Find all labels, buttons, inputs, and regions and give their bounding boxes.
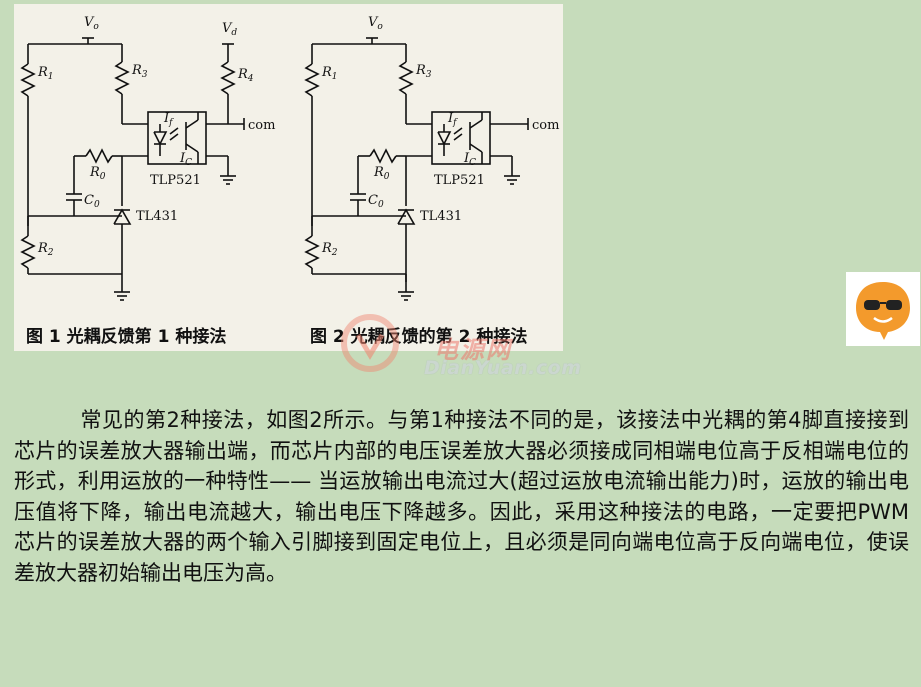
circuit-diagrams: Vo Vd R1 R3 R4 com If IC R0 TLP521 C0 TL… — [20, 15, 559, 301]
label-ref-2: TL431 — [420, 209, 462, 224]
label-com-2: com — [532, 118, 559, 133]
watermark-site-en: DianYuan.com — [424, 357, 582, 379]
label-ref: TL431 — [136, 209, 178, 224]
figure-1-caption: 图 1 光耦反馈第 1 种接法 — [26, 327, 227, 347]
label-opto: TLP521 — [150, 173, 201, 188]
label-com: com — [248, 118, 275, 133]
label-r4: R4 — [237, 67, 254, 84]
watermark-site-cn: 电源网 — [434, 336, 512, 364]
figure-1-labels: Vo Vd R1 R3 R4 com If IC R0 TLP521 C0 TL… — [37, 15, 275, 258]
label-c0: C0 — [84, 193, 100, 210]
label-r2-2: R2 — [321, 241, 338, 258]
label-r3: R3 — [131, 63, 148, 80]
sunglasses-face-icon — [856, 282, 910, 340]
label-r3-2: R3 — [415, 63, 432, 80]
label-vo: Vo — [84, 15, 99, 32]
label-ic-2: IC — [463, 151, 476, 168]
side-badge[interactable] — [846, 272, 920, 346]
label-ic: IC — [179, 151, 192, 168]
label-r1-2: R1 — [321, 65, 338, 82]
article-paragraph: 常见的第2种接法，如图2所示。与第1种接法不同的是，该接法中光耦的第4脚直接接到… — [14, 408, 909, 585]
circuit-figure-panel: Vo Vd R1 R3 R4 com If IC R0 TLP521 C0 TL… — [14, 4, 563, 351]
label-r2: R2 — [37, 241, 54, 258]
label-r0: R0 — [89, 165, 106, 182]
dianyuan-logo-icon — [341, 314, 399, 372]
label-vo-2: Vo — [368, 15, 383, 32]
label-if-2: If — [447, 111, 458, 128]
figure-1-circuit — [20, 37, 245, 301]
figure-2-labels: Vo R1 R3 com If IC R0 TLP521 C0 TL431 R2 — [321, 15, 559, 258]
label-r1: R1 — [37, 65, 54, 82]
label-if: If — [163, 111, 174, 128]
label-vd: Vd — [222, 21, 237, 38]
label-opto-2: TLP521 — [434, 173, 485, 188]
figure-2-circuit — [304, 37, 529, 301]
label-r0-2: R0 — [373, 165, 390, 182]
label-c0-2: C0 — [368, 193, 384, 210]
